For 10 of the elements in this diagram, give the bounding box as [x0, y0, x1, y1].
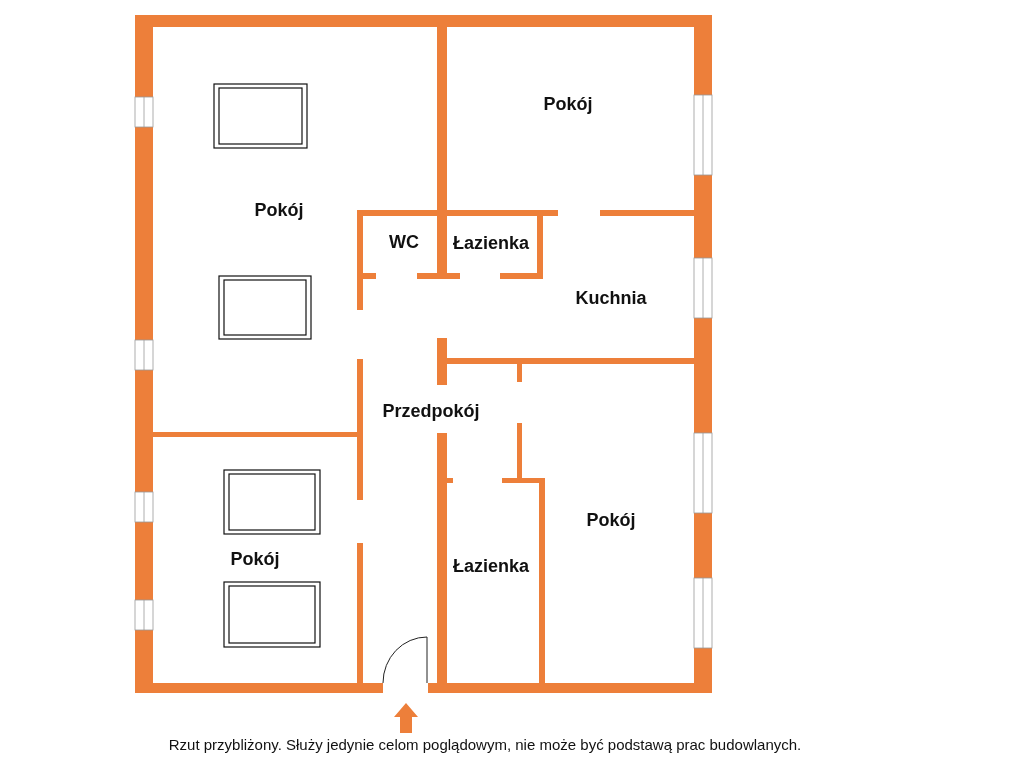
room-label: Pokój: [230, 548, 280, 570]
room-label: Kuchnia: [575, 287, 647, 309]
caption: Rzut przybliżony. Służy jedynie celom poglądowym, nie może być podstawą prac budowlanych.: [168, 735, 802, 753]
room-label: Łazienka: [453, 232, 529, 254]
room-label: Pokój: [543, 93, 593, 115]
room-label: WC: [389, 231, 419, 253]
room-label: Łazienka: [453, 555, 529, 577]
room-label: Pokój: [586, 509, 636, 531]
room-label: Pokój: [254, 199, 304, 221]
room-label: Przedpokój: [382, 400, 480, 422]
